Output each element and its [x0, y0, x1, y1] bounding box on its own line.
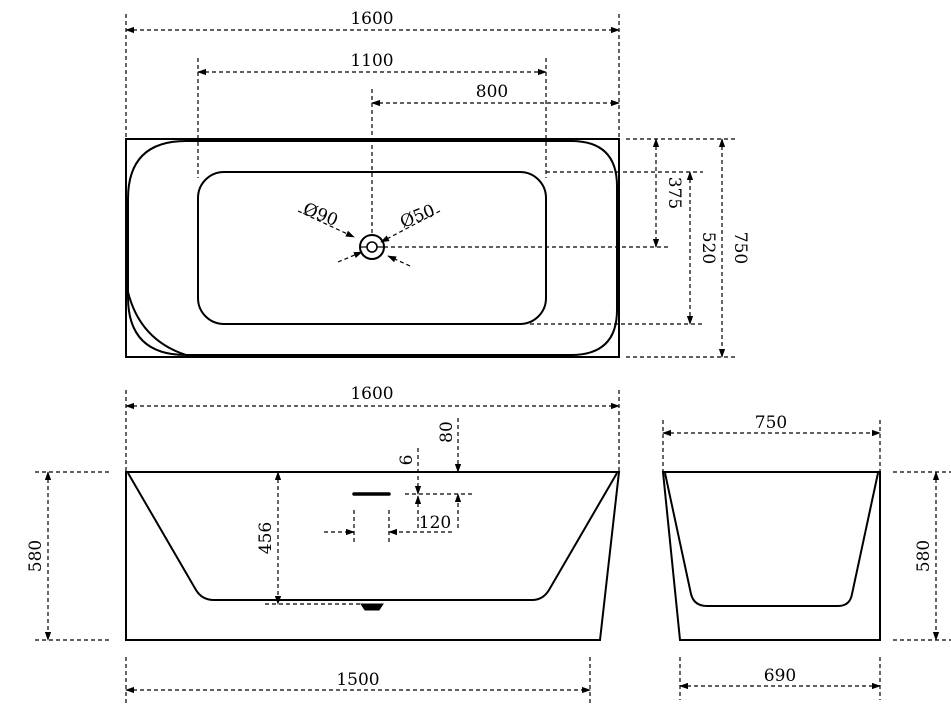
top-view: 1600 1100 800 Ø90 Ø50 375 520 750: [125, 9, 750, 358]
leader-drain-inner: [337, 251, 363, 263]
side-top-width-label: 750: [755, 413, 787, 433]
drain-icon: [359, 234, 385, 260]
side-bottom-width-label: 690: [764, 666, 796, 686]
leader-drain-outer: [387, 255, 411, 267]
overflow-width-label: 120: [419, 513, 451, 533]
basin-width-label: 520: [698, 232, 718, 264]
drain-to-back-label: 375: [664, 177, 684, 209]
basin-length-label: 1100: [350, 51, 393, 71]
leader-drain-outer: [297, 210, 355, 238]
front-bottom-length-label: 1500: [336, 670, 379, 690]
drain-outer-diameter-label: Ø90: [300, 199, 340, 231]
overall-length-label: 1600: [350, 9, 393, 29]
side-basin-profile: [664, 472, 879, 607]
front-view: 1600 1500 580 456 6 80 120: [26, 384, 621, 704]
tub-side-outline: [661, 471, 881, 641]
side-view: 750 690 580: [661, 413, 951, 700]
inner-depth-label: 456: [256, 522, 276, 554]
front-top-length-label: 1600: [350, 384, 393, 404]
basin-outline: [197, 171, 547, 325]
drain-offset-label: 800: [476, 82, 508, 102]
drain-outlet-icon: [360, 603, 384, 611]
overflow-height-label: 6: [397, 455, 417, 466]
overall-width-label: 750: [730, 232, 750, 264]
overflow-top-offset-label: 80: [437, 421, 457, 443]
basin-profile: [127, 472, 618, 601]
side-height-label: 580: [914, 540, 934, 572]
front-height-label: 580: [26, 540, 46, 572]
drain-inner-diameter-label: Ø50: [397, 201, 437, 233]
tub-front-outline: [125, 471, 621, 641]
rim-corner-line: [127, 291, 187, 356]
